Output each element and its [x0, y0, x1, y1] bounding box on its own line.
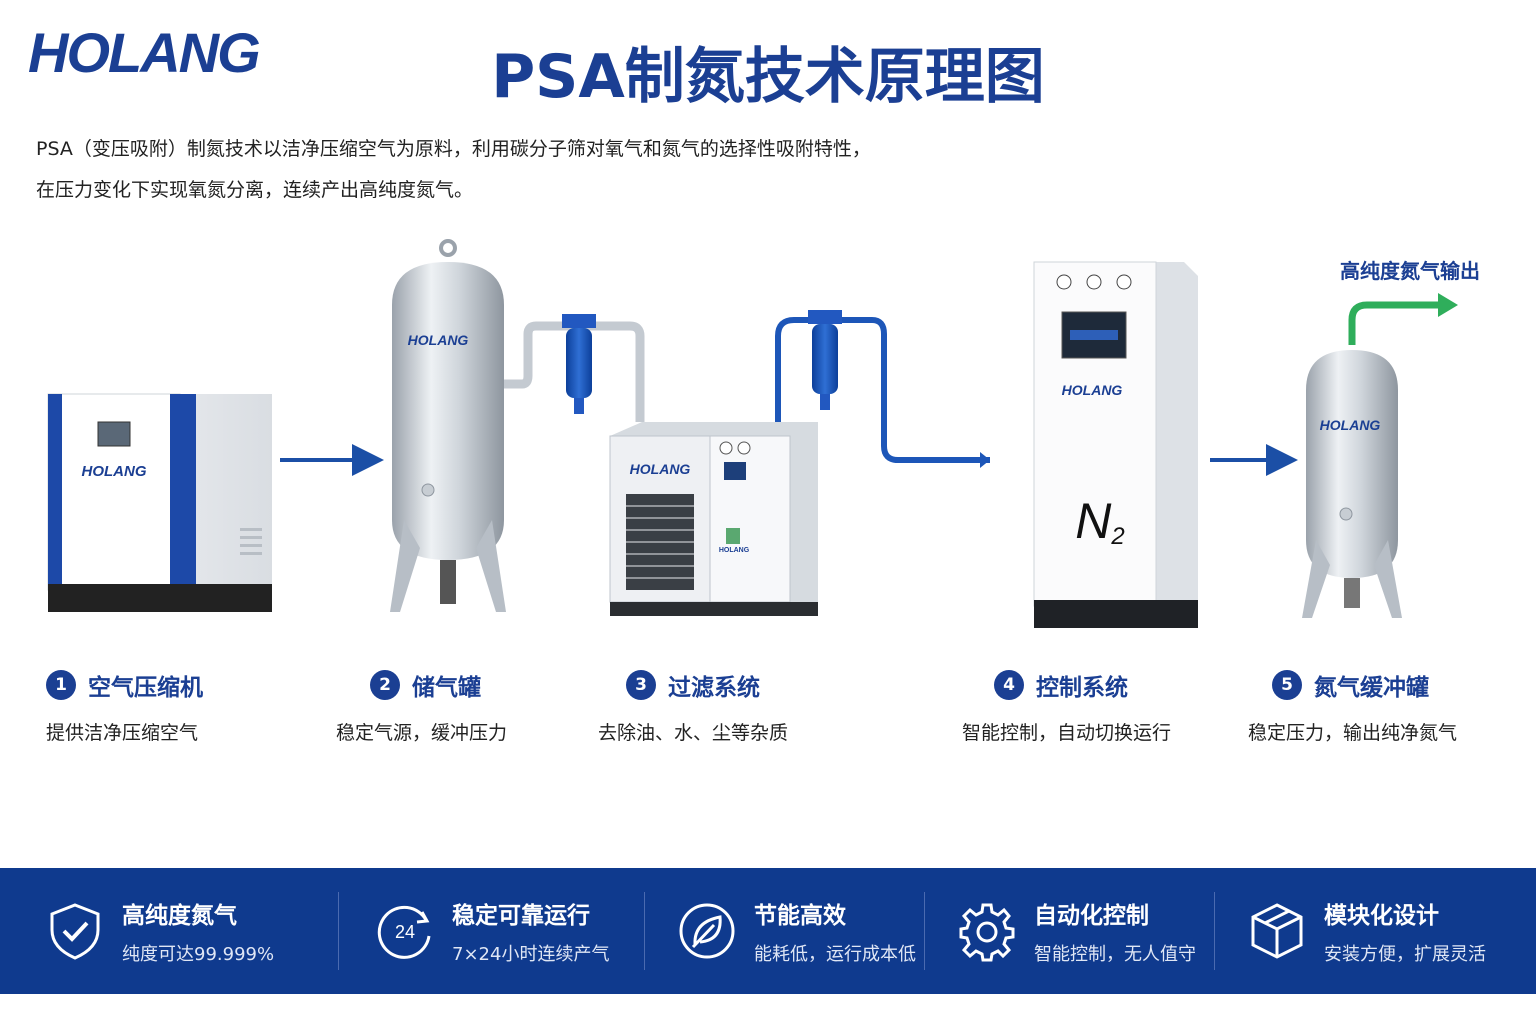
air-receiver-tank: HOLANG	[390, 239, 506, 612]
stage-1-number: 1	[46, 670, 76, 700]
divider	[644, 892, 645, 970]
refrigerated-dryer: HOLANG HOLANG	[609, 422, 818, 616]
stage-3-number: 3	[626, 670, 656, 700]
brand-logo: HOLANG	[28, 20, 261, 85]
feature-modular: 模块化设计安装方便，扩展灵活	[1246, 868, 1486, 994]
svg-text:N2: N2	[1075, 493, 1124, 550]
stage-3: 3 过滤系统 去除油、水、尘等杂质	[598, 668, 788, 745]
feature-3-title: 节能高效	[754, 903, 846, 929]
divider	[338, 892, 339, 970]
stage-2: 2 储气罐 稳定气源，缓冲压力	[336, 668, 507, 745]
feature-5-title: 模块化设计	[1324, 903, 1439, 929]
gear-icon	[959, 903, 1015, 962]
feature-band: 高纯度氮气纯度可达99.999% 24 稳定可靠运行 7×24小时连续产气 节能高…	[0, 868, 1536, 994]
n2-symbol: N	[1075, 493, 1112, 549]
feature-reliability: 24 稳定可靠运行 7×24小时连续产气	[374, 868, 609, 994]
generator-logo: HOLANG	[1062, 382, 1123, 398]
stage-4-number: 4	[994, 670, 1024, 700]
stage-2-desc: 稳定气源，缓冲压力	[336, 722, 508, 744]
stage-5-desc: 稳定压力，输出纯净氮气	[1248, 722, 1458, 744]
stage-2-number: 2	[370, 670, 400, 700]
feature-automation: 自动化控制智能控制，无人值守	[956, 868, 1196, 994]
buffer-tank-logo: HOLANG	[1320, 417, 1381, 433]
dryer-logo: HOLANG	[630, 461, 691, 477]
feature-purity: 高纯度氮气纯度可达99.999%	[44, 868, 274, 994]
clock-24-icon: 24	[377, 905, 431, 959]
process-diagram: HOLANG HOLANG HOLANG	[47, 239, 1480, 628]
stage-2-title: 储气罐	[412, 675, 481, 701]
feature-4-title: 自动化控制	[1034, 903, 1149, 929]
feature-4-desc: 智能控制，无人值守	[1034, 944, 1196, 965]
intro-line-1: PSA（变压吸附）制氮技术以洁净压缩空气为原料，利用碳分子筛对氧气和氮气的选择性…	[36, 138, 871, 160]
page-title: PSA制氮技术原理图	[491, 42, 1045, 112]
stage-1-desc: 提供洁净压缩空气	[46, 722, 199, 744]
nitrogen-generator: HOLANG N2	[1033, 261, 1198, 628]
stage-5: 5 氮气缓冲罐 稳定压力，输出纯净氮气	[1248, 668, 1457, 745]
feature-2-desc: 7×24小时连续产气	[452, 944, 610, 965]
leaf-icon	[679, 903, 735, 959]
feature-efficiency: 节能高效能耗低，运行成本低	[676, 868, 916, 994]
divider	[924, 892, 925, 970]
dryer-small-logo: HOLANG	[719, 547, 750, 554]
filter-piping	[504, 317, 990, 468]
stage-1-title: 空气压缩机	[88, 675, 203, 701]
stage-3-desc: 去除油、水、尘等杂质	[598, 722, 789, 744]
filter-1	[562, 314, 596, 414]
divider	[1214, 892, 1215, 970]
feature-1-desc: 纯度可达99.999%	[122, 944, 275, 965]
feature-3-desc: 能耗低，运行成本低	[754, 944, 916, 965]
stage-4-desc: 智能控制，自动切换运行	[962, 722, 1172, 744]
stage-4-title: 控制系统	[1036, 675, 1128, 701]
stage-5-number: 5	[1272, 670, 1302, 700]
feature-1-title: 高纯度氮气	[122, 903, 237, 929]
shield-check-icon	[50, 903, 100, 960]
cube-icon	[1251, 903, 1303, 959]
filter-2	[808, 310, 842, 410]
clock-24-label: 24	[395, 922, 415, 942]
intro-line-2: 在压力变化下实现氧氮分离，连续产出高纯度氮气。	[36, 179, 474, 201]
brand-logo-text: HOLANG	[28, 21, 261, 84]
tank-logo: HOLANG	[408, 332, 469, 348]
feature-5-desc: 安装方便，扩展灵活	[1324, 944, 1486, 965]
compressor-logo: HOLANG	[82, 463, 147, 480]
stage-5-title: 氮气缓冲罐	[1314, 675, 1429, 701]
output-label: 高纯度氮气输出	[1340, 259, 1480, 283]
air-compressor: HOLANG	[47, 393, 272, 612]
stage-1: 1 空气压缩机 提供洁净压缩空气	[46, 668, 203, 745]
feature-2-title: 稳定可靠运行	[452, 903, 590, 929]
n2-subscript: 2	[1110, 523, 1124, 550]
stage-4: 4 控制系统 智能控制，自动切换运行	[962, 668, 1171, 745]
nitrogen-buffer-tank: HOLANG	[1302, 293, 1458, 618]
stage-3-title: 过滤系统	[668, 675, 760, 701]
